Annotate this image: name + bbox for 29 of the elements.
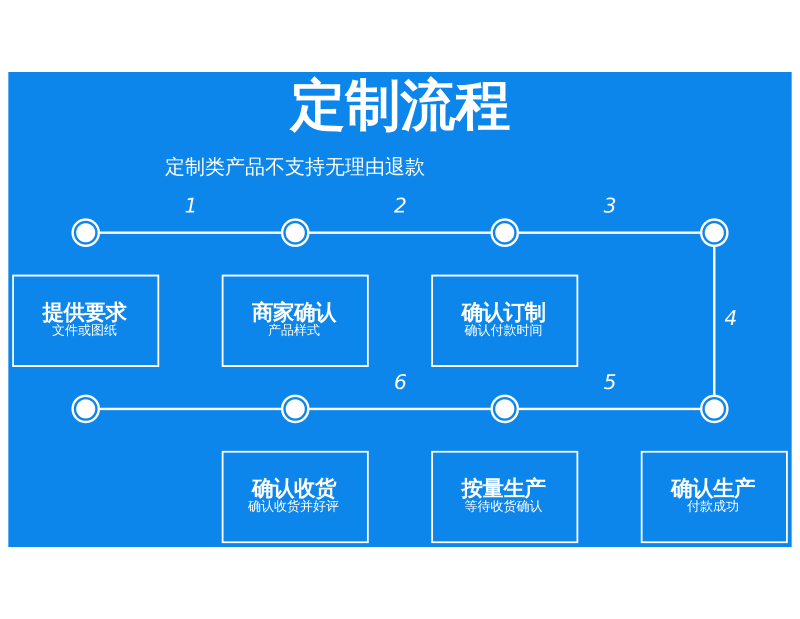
diagram-title: 定制流程 [290,73,510,138]
node-circle [280,394,310,424]
connector [308,232,492,234]
node-circle [490,218,520,247]
node-circle [71,218,100,247]
node-box: 按量生产 等待收货确认 [431,450,578,544]
edge-label: 2 [394,194,407,218]
edge-label: 3 [604,194,616,218]
connector [98,408,282,410]
node-box: 提供要求 文件或图纸 [12,274,160,367]
edge-label: 6 [394,370,407,394]
node-circle [700,218,729,247]
connector [518,232,702,234]
connector [308,408,492,410]
node-box: 确认收货 确认收货并好评 [222,450,369,544]
node-box: 确认订制 确认付款时间 [431,274,578,367]
edge-label: 4 [724,306,738,330]
edge-label: 5 [604,370,616,394]
node-circle [280,218,310,247]
connector [518,408,702,410]
connector [713,246,716,396]
label: 定制类产品不支持无理由退款 [165,154,426,178]
node-box: 商家确认 产品样式 [222,274,369,367]
node-circle [71,394,100,424]
node-circle [700,394,729,424]
node-circle [490,394,520,424]
connector [98,232,282,234]
edge-label: 1 [184,194,198,218]
node-box: 确认生产 付款成功 [640,450,788,544]
